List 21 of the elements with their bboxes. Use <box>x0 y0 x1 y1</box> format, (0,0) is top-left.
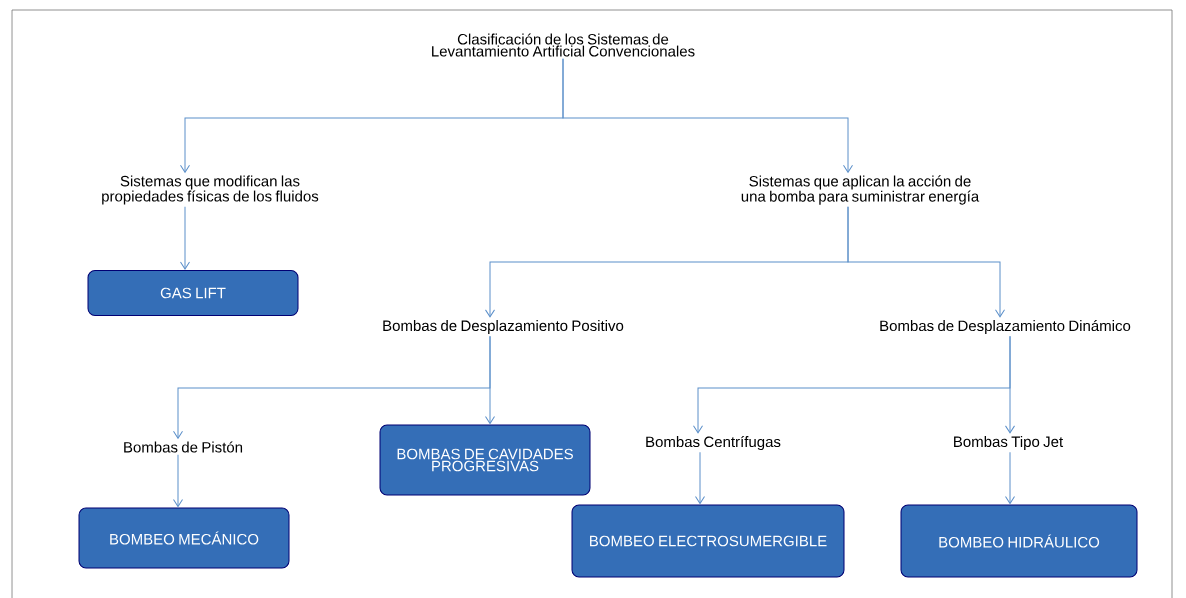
category-label: Bombas Centrífugas <box>646 435 781 451</box>
arrow <box>485 335 495 425</box>
arrow <box>695 451 705 505</box>
arrow <box>562 58 853 173</box>
category-label: Sistemas que modifican las propiedades físicas de los fluidos <box>102 175 319 205</box>
category-label: Bombas de Pistón <box>124 441 243 453</box>
arrow <box>180 206 190 270</box>
process-box: BOMBEO HIDRÁULICO <box>900 504 1138 578</box>
category-label: Bombas de Desplazamiento Dinámico <box>880 319 1131 335</box>
process-box: BOMBEO MECÁNICO <box>78 507 290 569</box>
category-label: Sistemas que aplican la acción de una bomba para suministrar energía <box>741 175 980 205</box>
arrow <box>173 454 183 508</box>
category-label: Clasificación de los Sistemas de Levantamiento Artificial Convencionales <box>432 33 695 57</box>
arrow <box>847 206 1005 318</box>
category-label: Bombas de Desplazamiento Positivo <box>383 320 624 334</box>
arrow <box>1005 451 1015 505</box>
process-box: GAS LIFT <box>87 270 299 316</box>
category-label: Bombas Tipo Jet <box>954 436 1064 450</box>
arrow <box>1005 335 1015 434</box>
process-box: BOMBEO ELECTROSUMERGIBLE <box>571 504 845 578</box>
process-box: BOMBAS DE CAVIDADES PROGRESIVAS <box>379 424 591 496</box>
